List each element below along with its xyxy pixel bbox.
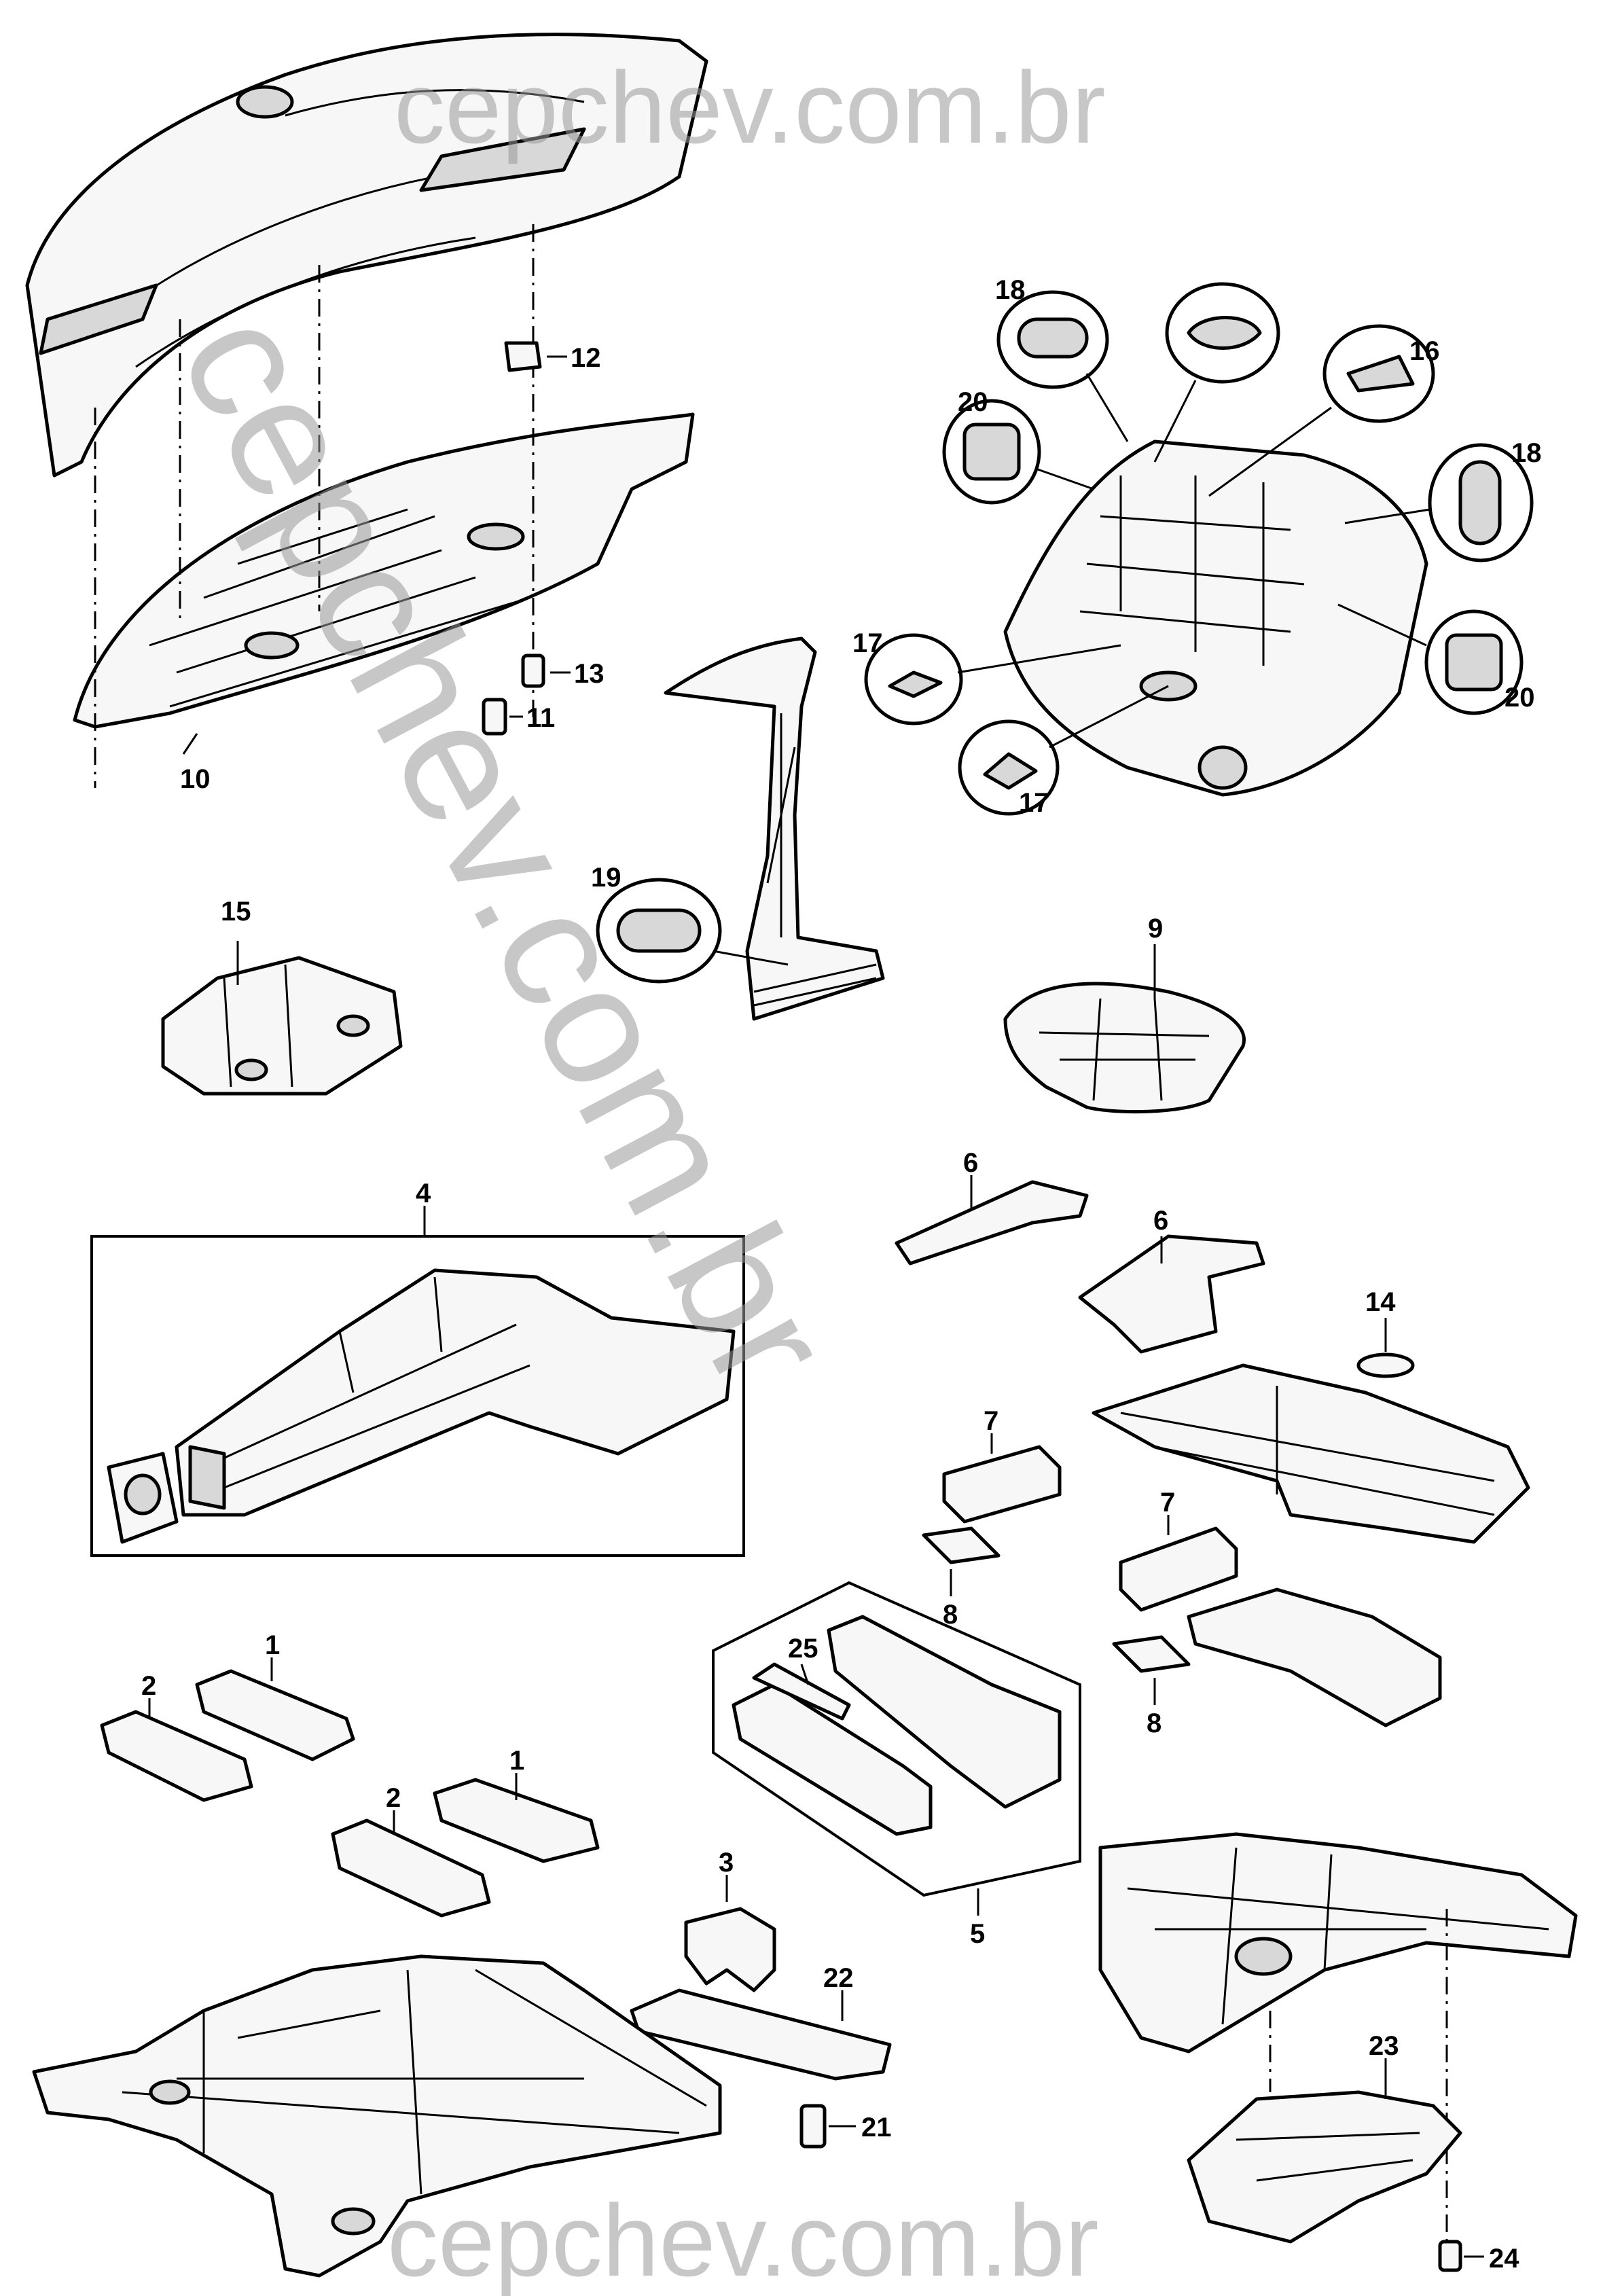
underbody-shield-23	[1187, 2058, 1462, 2244]
bolt-21	[799, 2104, 856, 2149]
callout-1-top: 1	[265, 1630, 280, 1660]
plug-zoom-17-left	[864, 633, 1121, 725]
rear-crossmember-5	[732, 1615, 1062, 1836]
plug-zoom-unlabeled	[1153, 282, 1280, 463]
rear-floor-assembly	[1003, 440, 1428, 797]
callout-2-top: 2	[141, 1671, 156, 1701]
front-bumper	[25, 33, 708, 478]
plug-zoom-17-bottom	[958, 685, 1169, 816]
callout-24: 24	[1489, 2244, 1519, 2274]
rear-rail-bracket-6a	[895, 1175, 1089, 1266]
plug-zoom-18-top	[996, 290, 1129, 442]
center-pillar	[664, 636, 885, 1021]
rail-reinforcement-7b	[1119, 1515, 1238, 1612]
callout-3: 3	[719, 1848, 734, 1878]
plug-zoom-20-right	[1337, 603, 1524, 715]
callout-6-left: 6	[963, 1148, 978, 1178]
rear-frame-assembly	[1092, 1363, 1530, 1544]
plug-zoom-16	[1208, 324, 1435, 497]
callout-14: 14	[1365, 1287, 1396, 1317]
callout-16: 16	[1409, 336, 1440, 366]
callout-7-left: 7	[984, 1406, 998, 1436]
callout-25: 25	[788, 1634, 818, 1664]
group-box-4	[90, 1235, 745, 1557]
callout-17-bottom: 17	[1019, 788, 1049, 818]
callout-11: 11	[526, 703, 555, 733]
plug-zoom-18-right	[1344, 443, 1534, 562]
callout-18-right: 18	[1511, 438, 1542, 468]
seat-crossmember-1b	[433, 1773, 600, 1863]
watermark-bottom: cepchev.com.br	[387, 2183, 1099, 2296]
callout-9: 9	[1148, 914, 1163, 944]
battery-tray	[161, 941, 403, 1096]
fastener-13-screw	[521, 653, 571, 688]
front-longitudinal-rail	[175, 1268, 736, 1517]
callout-labels: 12 13 11 10 18 16 20 18 17 20 17 19 15 9…	[141, 275, 1542, 2274]
rear-rail-bracket-6b	[1078, 1234, 1265, 1354]
group-box-5	[712, 1581, 1081, 1916]
callout-19: 19	[591, 863, 622, 893]
callout-13: 13	[574, 659, 605, 689]
spare-wheel-well	[1003, 944, 1246, 1114]
screw-24	[1438, 2240, 1484, 2272]
rear-suspension-area	[1098, 1832, 1578, 2242]
callout-10: 10	[180, 764, 211, 794]
rail-reinforcement-7a	[942, 1433, 1062, 1524]
callout-2-bottom: 2	[386, 1783, 401, 1813]
gusset-8b	[1112, 1635, 1191, 1705]
callout-4: 4	[416, 1179, 431, 1208]
grommet-14	[1356, 1318, 1415, 1378]
fastener-11-screw	[482, 698, 523, 736]
plug-zoom-19	[596, 878, 789, 984]
callout-22: 22	[823, 1963, 854, 1993]
callout-20-right: 20	[1505, 683, 1535, 713]
callout-12: 12	[571, 343, 601, 373]
callout-8-left: 8	[943, 1600, 958, 1630]
callout-23: 23	[1369, 2031, 1399, 2061]
callout-15: 15	[221, 897, 251, 927]
seat-bracket-3	[684, 1875, 776, 1992]
gusset-8a	[922, 1526, 1001, 1596]
rear-crossmember	[1187, 1588, 1442, 1727]
fastener-12-clip	[504, 341, 567, 372]
engine-undercover	[73, 412, 695, 729]
reinforcement-25	[752, 1662, 851, 1721]
callout-17-left: 17	[852, 628, 883, 658]
callout-1-bottom: 1	[509, 1746, 524, 1776]
callout-18-top: 18	[995, 275, 1026, 305]
callout-7-right: 7	[1160, 1488, 1175, 1518]
callout-5: 5	[970, 1919, 985, 1949]
rail-end-plate	[107, 1452, 179, 1544]
callout-8-right: 8	[1147, 1708, 1161, 1738]
bumper-mounting-centerlines	[94, 224, 535, 788]
watermark-top: cepchev.com.br	[394, 50, 1106, 164]
seat-crossmember-1a	[195, 1657, 355, 1761]
main-floor-pan	[32, 1954, 722, 2278]
seat-crossmember-2a	[100, 1698, 253, 1802]
callout-20-top: 20	[958, 387, 988, 417]
plug-zoom-20-top	[942, 399, 1094, 505]
callout-6-right: 6	[1153, 1206, 1168, 1236]
seat-crossmember-2b	[331, 1810, 491, 1918]
callout-21: 21	[861, 2113, 892, 2142]
